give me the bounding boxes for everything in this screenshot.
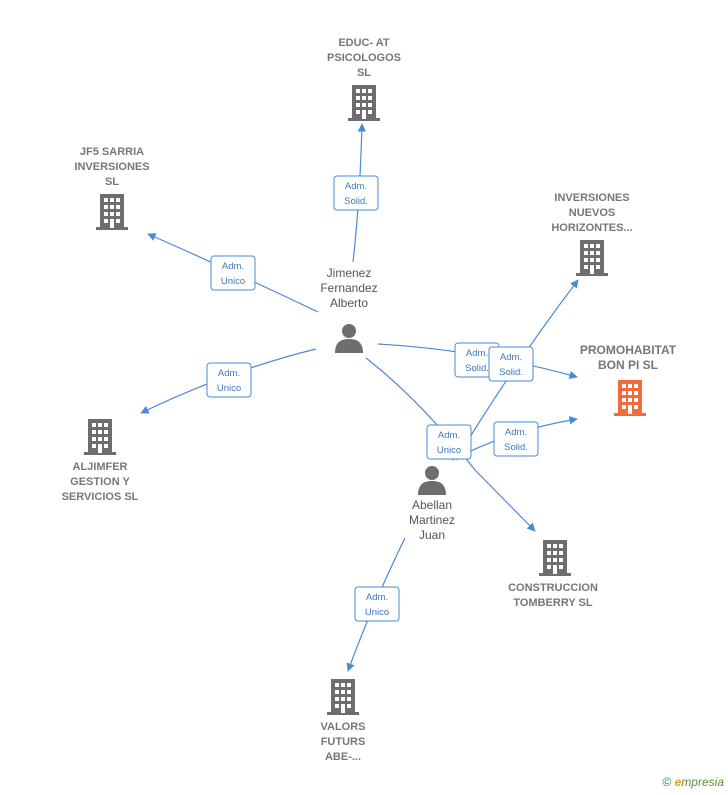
edge-label-abellan-to-valors[interactable]: Adm. Unico: [354, 586, 400, 622]
edge-label-jimenez-to-construccion[interactable]: Adm. Unico: [426, 424, 472, 460]
edge-jimenez-to-construccion: [365, 357, 536, 532]
edge-label-line: Unico: [437, 445, 461, 456]
node-label-line: SERVICIOS SL: [62, 491, 139, 503]
edge-label-jimenez-to-jf5[interactable]: Adm. Unico: [210, 255, 256, 291]
node-label-line: TOMBERRY SL: [513, 597, 593, 609]
building-icon[interactable]: [614, 380, 646, 416]
edge-label-line: Adm.: [345, 181, 367, 192]
building-icon[interactable]: [348, 85, 380, 121]
building-icon[interactable]: [576, 240, 608, 276]
edge-label-line: Adm.: [500, 352, 522, 363]
edge-label-line: Unico: [365, 607, 389, 618]
building-icon[interactable]: [327, 679, 359, 715]
edge-label-jimenez-to-aljimfer[interactable]: Adm. Unico: [206, 362, 252, 398]
node-educ[interactable]: EDUC- AT PSICOLOGOS SL: [327, 37, 401, 121]
footer-brand: © empresia: [662, 775, 724, 789]
node-label-line: SL: [357, 67, 371, 79]
node-label-line: FUTURS: [321, 736, 366, 748]
node-aljimfer[interactable]: ALJIMFER GESTION Y SERVICIOS SL: [62, 419, 139, 503]
node-label-line: Jimenez: [327, 266, 372, 280]
edge-label-line: Solid.: [465, 363, 489, 374]
node-label-line: ALJIMFER: [73, 461, 128, 473]
edge-label-box[interactable]: [206, 362, 252, 398]
node-label-line: Alberto: [330, 296, 368, 310]
node-label-line: ABE-...: [325, 751, 361, 763]
edge-label-box[interactable]: [488, 346, 534, 382]
nodes-layer: EDUC- AT PSICOLOGOS SL JF5 SARRIA INVERSIONE…: [62, 37, 677, 763]
node-label-line: BON PI SL: [598, 358, 658, 372]
edge-label-box[interactable]: [426, 424, 472, 460]
node-label-line: INVERSIONES: [554, 192, 629, 204]
edge-label-jimenez-to-educ[interactable]: Adm. Solid.: [333, 175, 379, 211]
node-label-line: SL: [105, 176, 119, 188]
edge-label-abellan-to-promohabitat[interactable]: Adm. Solid.: [493, 421, 539, 457]
copyright-symbol: ©: [662, 775, 672, 789]
edge-label-box[interactable]: [333, 175, 379, 211]
node-valors[interactable]: VALORS FUTURS ABE-...: [320, 679, 366, 763]
edge-label-abellan-to-inversiones[interactable]: Adm. Solid.: [488, 346, 534, 382]
edge-label-box[interactable]: [354, 586, 400, 622]
edge-labels-layer: Adm.Solid.Adm.UnicoAdm.UnicoAdm.Solid.Ad…: [206, 175, 539, 622]
building-icon[interactable]: [539, 540, 571, 576]
edge-label-jimenez-to-promohabitat[interactable]: Adm. Solid.: [454, 342, 500, 378]
node-label-line: Abellan: [412, 498, 452, 512]
edge-label-line: Solid.: [344, 196, 368, 207]
edge-label-box[interactable]: [493, 421, 539, 457]
node-label-line: Martinez: [409, 513, 455, 527]
brand-initial: e: [674, 775, 682, 789]
node-construccion[interactable]: CONSTRUCCION TOMBERRY SL: [508, 540, 598, 609]
edge-label-line: Solid.: [504, 442, 528, 453]
edge-label-line: Adm.: [438, 430, 460, 441]
node-label-line: CONSTRUCCION: [508, 582, 598, 594]
node-label-line: GESTION Y: [70, 476, 130, 488]
node-label-line: NUEVOS: [569, 207, 615, 219]
node-label-line: Fernandez: [320, 281, 377, 295]
node-label-line: PROMOHABITAT: [580, 343, 677, 357]
building-icon[interactable]: [84, 419, 116, 455]
person-icon[interactable]: [418, 466, 446, 495]
edge-label-line: Adm.: [218, 368, 240, 379]
node-label-line: HORIZONTES...: [551, 222, 632, 234]
node-label-line: PSICOLOGOS: [327, 52, 401, 64]
edge-label-line: Unico: [221, 276, 245, 287]
node-label-line: Juan: [419, 528, 445, 542]
edge-label-line: Adm.: [222, 261, 244, 272]
edge-label-line: Adm.: [366, 592, 388, 603]
edge-label-line: Adm.: [505, 427, 527, 438]
node-jf5[interactable]: JF5 SARRIA INVERSIONES SL: [74, 146, 150, 230]
edge-label-box[interactable]: [210, 255, 256, 291]
building-icon[interactable]: [96, 194, 128, 230]
edge-label-line: Unico: [217, 383, 241, 394]
node-label-line: INVERSIONES: [74, 161, 149, 173]
edge-label-line: Solid.: [499, 367, 523, 378]
brand-name: mpresia: [681, 775, 724, 789]
node-label-line: JF5 SARRIA: [80, 146, 144, 158]
edge-label-line: Adm.: [466, 348, 488, 359]
node-inversiones[interactable]: INVERSIONES NUEVOS HORIZONTES...: [551, 192, 633, 276]
person-icon[interactable]: [335, 324, 363, 353]
node-label-line: EDUC- AT: [338, 37, 390, 49]
node-label-line: VALORS: [320, 721, 365, 733]
